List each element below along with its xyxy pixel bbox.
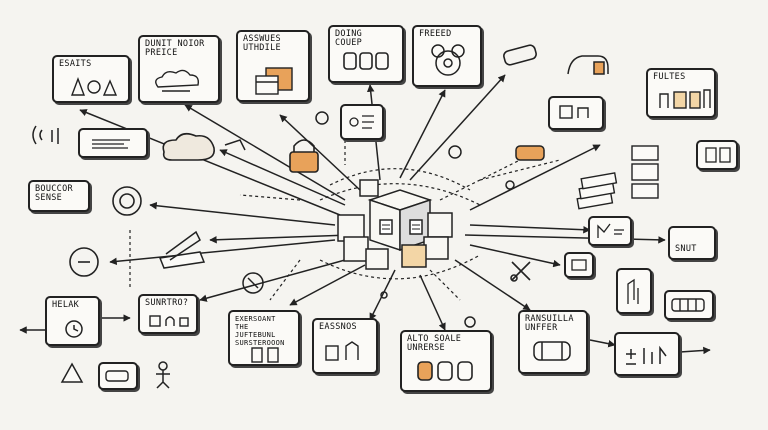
phone-icon [627,278,639,304]
cloud-icon [158,126,220,168]
link-center-n10 [289,264,366,306]
wrench-icon [240,270,266,296]
link-center-n7 [149,201,336,226]
scissors-icon [508,258,534,284]
figure-icon [150,360,176,390]
node-freeed[interactable]: FREEED [412,25,482,87]
node-dunit-noior-label: DUNIT NOIOR PREICE [145,39,205,58]
document-icon [349,115,374,129]
clock-icon [559,105,589,119]
document-stack-icon [574,172,620,216]
link-center-n1 [79,109,341,216]
node-esaits[interactable]: ESAITS [52,55,130,103]
box-list-left[interactable] [78,128,148,158]
link-center-n9 [199,259,346,302]
box-tile[interactable] [564,252,594,278]
node-exersoant[interactable]: EXERSOANT THE JUFTEBUNL SURSTEROOON [228,310,300,366]
node-boucor[interactable]: BOUCCOR SENSE [28,180,90,212]
node-eassnos-label: EASSNOS [319,322,357,332]
pencil-icon [500,40,540,70]
node-dunit-noior[interactable]: DUNIT NOIOR PREICE [138,35,220,103]
box-bottom-right[interactable] [614,332,680,376]
document-icon [251,347,279,363]
node-helak[interactable]: HELAK [45,296,100,346]
node-esaits-label: ESAITS [59,59,92,69]
link-center-right1 [469,224,591,234]
pencil-icon [325,341,359,361]
link-center-n14 [464,234,666,244]
link-n14-out [679,346,711,355]
node-sunrtro-label: SUNRTRO? [145,298,189,308]
node-doing[interactable]: DOING COUEP [328,25,404,83]
cloud-icon [155,69,200,92]
dial-icon [66,244,102,280]
gear-icon [431,44,465,76]
document-icon [659,89,711,109]
equation-icon [626,345,667,365]
node-fultes[interactable]: FULTES [646,68,716,118]
node-snut[interactable]: SNUT [668,226,716,260]
clock-icon [65,320,83,338]
link-center-dial [109,239,336,266]
box-chart-right[interactable] [588,216,632,246]
link-center-right2 [469,244,561,268]
node-eassnos[interactable]: EASSNOS [312,318,378,374]
link-center-n13 [454,259,531,311]
tray-icon [156,226,208,270]
battery-icon [105,370,129,382]
node-asswues-label: ASSWUES UTHDILE [243,34,281,53]
node-freeed-label: FREEED [419,29,452,39]
box-tall[interactable] [616,268,652,314]
link-center-n2 [184,104,346,201]
list-icon [92,139,130,149]
link-n13-n14 [589,339,616,348]
node-ransuilla[interactable]: RANSUILLA UNFFER [518,310,588,374]
link-center-stack [209,234,351,244]
battery-icon [671,298,705,312]
node-ransuilla-label: RANSUILLA UNFFER [525,314,574,333]
target-icon [110,184,144,218]
battery-icon [343,52,389,70]
hand-icon [564,44,614,80]
box-list-top[interactable] [340,104,384,140]
signal-icon [30,122,66,148]
node-fultes-label: FULTES [653,72,686,82]
folder-stack-icon [628,142,662,202]
node-snut-label: SNUT [675,244,697,254]
box-bottom-left[interactable] [98,362,138,390]
link-center-n5 [399,89,446,179]
central-cube-stack [330,175,460,275]
image-icon [571,259,587,271]
document-icon [705,147,731,163]
cube-stack-icon [337,179,453,270]
node-sunrtro[interactable]: SUNRTRO? [138,294,198,334]
node-helak-label: HELAK [52,300,80,310]
padlock-icon [149,315,189,327]
person-icon [70,77,118,96]
database-icon [512,140,548,166]
database-icon [533,341,571,361]
node-boucor-label: BOUCCOR SENSE [35,184,73,203]
box-monitor[interactable] [548,96,604,130]
node-alto-soale[interactable]: ALTO SOALE UNRERSE [400,330,492,392]
box-doc-right[interactable] [696,140,738,170]
node-exersoant-label: EXERSOANT THE JUFTEBUNL SURSTEROOON [235,315,285,347]
node-asswues[interactable]: ASSWUES UTHDILE [236,30,310,102]
link-center-n6 [469,144,601,211]
link-center-cloud [219,149,346,206]
node-doing-label: DOING COUEP [335,29,363,48]
link-center-n12 [419,274,446,331]
link-center-n5b [409,74,506,181]
database-icon [255,67,293,95]
arrow-icon [60,362,84,384]
battery-icon [417,361,473,381]
box-battery-right[interactable] [664,290,714,320]
node-alto-soale-label: ALTO SOALE UNRERSE [407,334,462,353]
chart-icon [597,223,624,238]
padlock-icon [284,134,324,178]
